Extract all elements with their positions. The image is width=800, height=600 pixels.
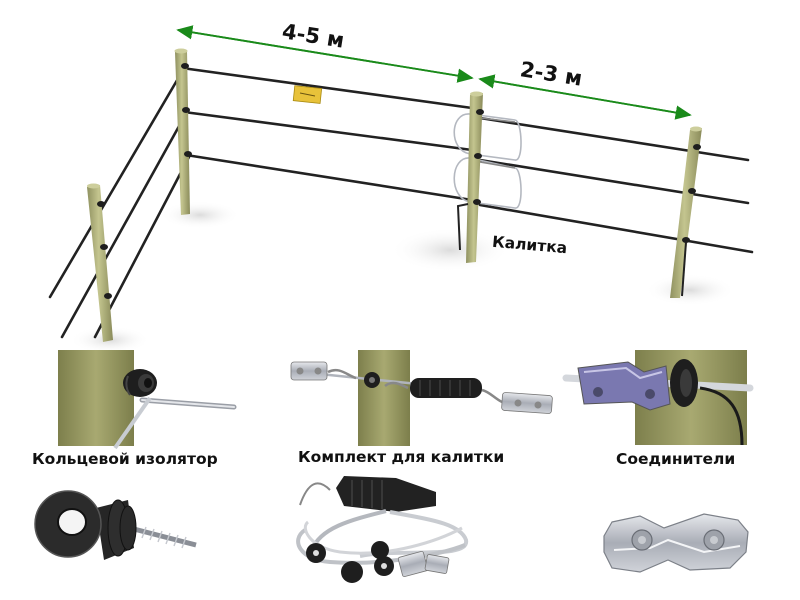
caption-gate-kit: Комплект для калитки	[298, 448, 505, 466]
photo-connector-on-post	[562, 350, 754, 446]
main-fence-wires	[180, 66, 754, 254]
ring-insulator-icon	[34, 490, 197, 560]
photo-ring-insulator-on-post	[58, 350, 237, 450]
side-fence-wires	[48, 63, 192, 339]
fence-posts	[87, 48, 702, 342]
ground-leads	[456, 203, 687, 297]
gate-handle-kit-icon	[296, 476, 468, 583]
caption-ring-insulator: Кольцевой изолятор	[32, 450, 218, 468]
warning-sign	[292, 85, 323, 104]
post-insulators	[97, 63, 701, 299]
dimension-lines	[176, 25, 692, 120]
ground-shadows	[70, 201, 735, 354]
caption-connectors: Соединители	[616, 450, 736, 468]
photo-gate-handle-on-post	[290, 350, 553, 446]
wire-connector-icon	[603, 513, 749, 573]
